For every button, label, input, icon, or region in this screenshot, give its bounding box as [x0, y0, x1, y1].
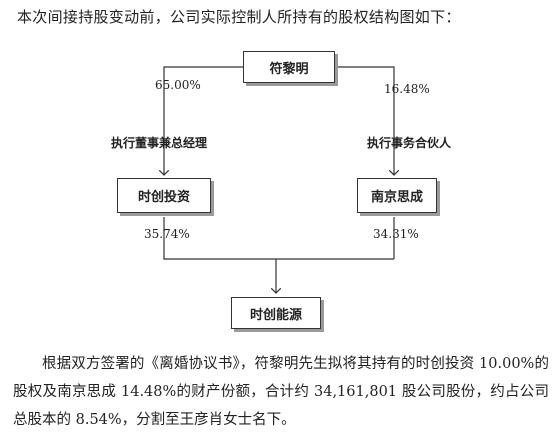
equity-structure-lines: [0, 66, 559, 350]
node-shichuang-energy: 时创能源: [231, 297, 321, 329]
intro-text: 本次间接持股变动前，公司实际控制人所持有的股权结构图如下：: [17, 8, 461, 26]
node-nanjing-sicheng-label: 南京思成: [370, 190, 423, 205]
left-top-percentage: 65.00%: [155, 78, 201, 92]
connector-top-left: [164, 66, 243, 175]
right-role-label: 执行事务合伙人: [367, 136, 452, 150]
node-shichuang-investment-label: 时创投资: [137, 190, 190, 205]
node-fulinming: 符黎明: [243, 51, 335, 83]
body-paragraph: 根据双方签署的《离婚协议书》，符黎明先生拟将其持有的时创投资 10.00%的股权…: [13, 356, 549, 428]
left-role-label: 执行董事兼总经理: [111, 136, 208, 150]
node-fulinming-label: 符黎明: [269, 61, 309, 77]
right-bottom-percentage: 34.31%: [373, 227, 419, 241]
right-top-percentage: 16.48%: [384, 82, 430, 96]
node-shichuang-investment: 时创投资: [117, 178, 211, 213]
connector-top-right: [335, 66, 394, 175]
node-nanjing-sicheng: 南京思成: [357, 178, 437, 213]
node-shichuang-energy-label: 时创能源: [249, 307, 302, 323]
connector-left-down: [163, 217, 394, 260]
left-bottom-percentage: 35.74%: [144, 227, 190, 241]
